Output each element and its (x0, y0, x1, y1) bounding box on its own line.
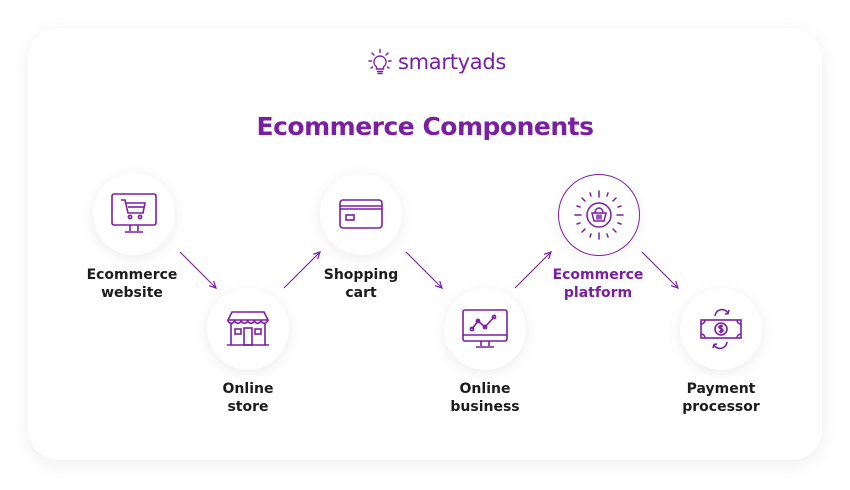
arrow-4 (514, 252, 551, 289)
page-title: Ecommerce Components (256, 112, 594, 141)
node-payment-processor (680, 288, 762, 370)
label-shopping-cart: Shopping cart (323, 267, 399, 301)
credit-card-icon (339, 199, 383, 229)
label-payment-processor: Payment processor (682, 381, 760, 415)
monitor-cart-icon (111, 193, 157, 233)
node-online-business (444, 288, 526, 370)
lightbulb-icon (368, 48, 392, 75)
node-shopping-cart (320, 173, 402, 255)
basket-sunburst-icon (574, 190, 624, 240)
brand-name: smartyads (398, 50, 507, 74)
label-ecommerce-platform: Ecommerce platform (552, 267, 644, 301)
arrow-2 (283, 252, 320, 289)
storefront-icon (226, 311, 270, 346)
label-ecommerce-website: Ecommerce website (86, 267, 178, 301)
arrow-3 (405, 251, 442, 288)
node-ecommerce-website (93, 173, 175, 255)
monitor-chart-icon (462, 309, 508, 348)
node-ecommerce-platform (558, 174, 640, 256)
label-online-business: Online business (450, 381, 520, 415)
money-exchange-icon (700, 308, 742, 350)
arrow-1 (179, 251, 216, 288)
brand-logo: smartyads (366, 48, 506, 76)
arrow-5 (641, 251, 678, 288)
node-online-store (207, 288, 289, 370)
label-online-store: Online store (222, 381, 274, 415)
